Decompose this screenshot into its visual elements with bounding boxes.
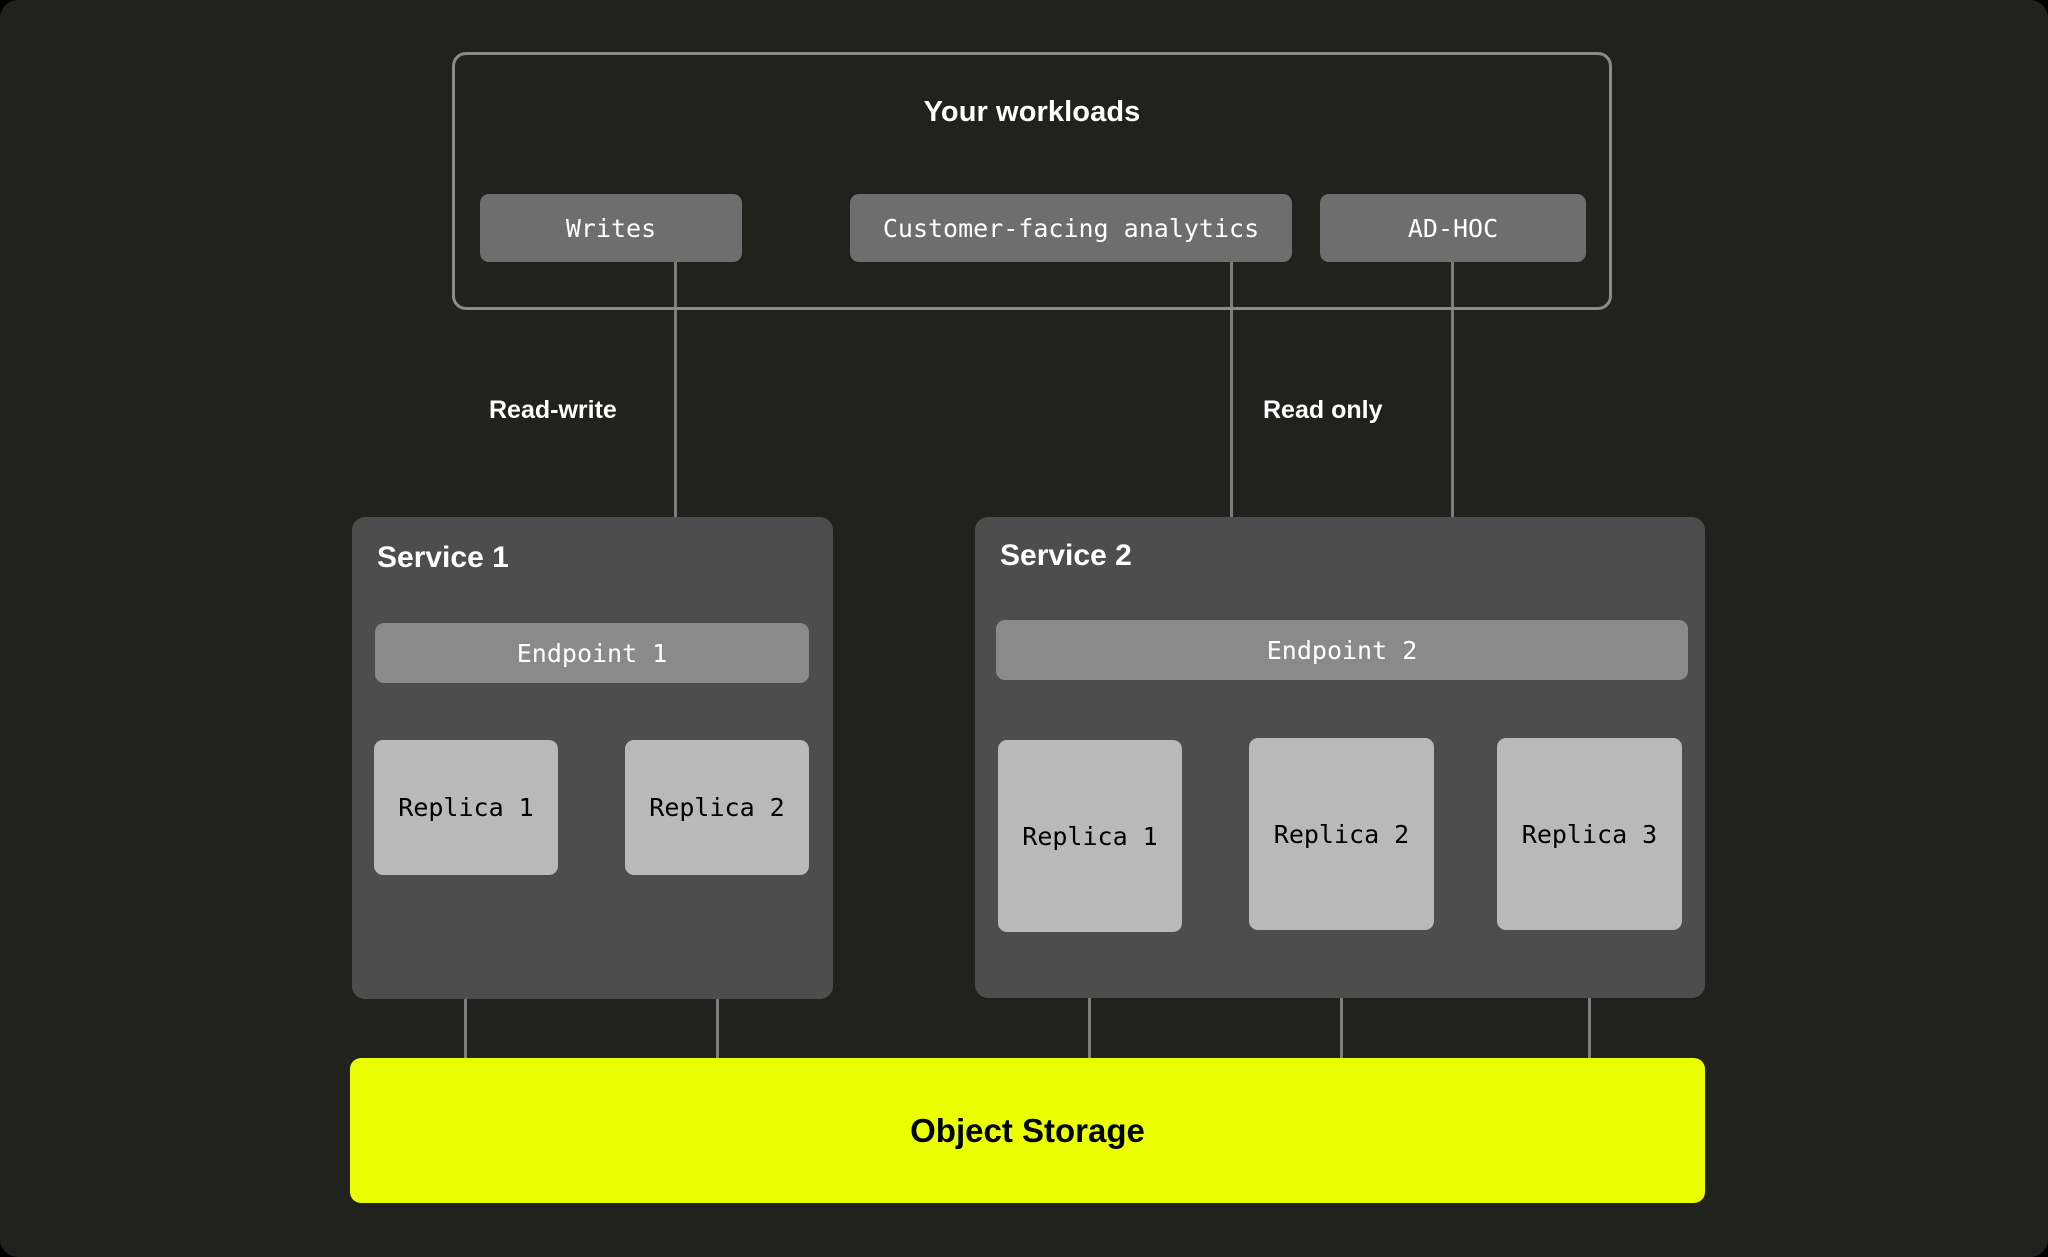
connector-analytics-to-service2	[1230, 261, 1233, 595]
object-storage-bar[interactable]: Object Storage	[350, 1058, 1705, 1203]
service-1-title: Service 1	[377, 541, 509, 574]
edge-label-read-only: Read only	[1263, 396, 1383, 424]
endpoint-2[interactable]: Endpoint 2	[996, 620, 1688, 680]
connector-writes-to-service1	[674, 261, 677, 600]
workload-label-writes: Writes	[565, 213, 657, 243]
endpoint-2-label: Endpoint 2	[1266, 635, 1418, 665]
connector-adhoc-to-service2	[1451, 261, 1454, 595]
workload-box-customer-facing-analytics[interactable]: Customer-facing analytics	[850, 194, 1292, 262]
service-2-replica-2-label: Replica 2	[1273, 819, 1410, 849]
service-1-replica-1-label: Replica 1	[398, 793, 534, 822]
service-2-replica-1-label: Replica 1	[1022, 821, 1158, 851]
workload-label-ad-hoc: AD-HOC	[1407, 213, 1499, 243]
service-2-replica-3-label: Replica 3	[1521, 819, 1658, 849]
service-1-replica-2-label: Replica 2	[649, 793, 785, 822]
workload-box-ad-hoc[interactable]: AD-HOC	[1320, 194, 1586, 262]
service-1-replica-1[interactable]: Replica 1	[374, 740, 558, 875]
service-2-replica-1[interactable]: Replica 1	[998, 740, 1182, 932]
service-2-title: Service 2	[1000, 539, 1132, 572]
endpoint-1[interactable]: Endpoint 1	[375, 623, 809, 683]
object-storage-label: Object Storage	[910, 1111, 1145, 1149]
workload-label-customer-facing-analytics: Customer-facing analytics	[882, 213, 1260, 243]
edge-label-read-write: Read-write	[489, 396, 617, 424]
workload-box-writes[interactable]: Writes	[480, 194, 742, 262]
workloads-title: Your workloads	[923, 96, 1141, 128]
service-2-replica-3[interactable]: Replica 3	[1497, 738, 1682, 930]
service-1-replica-2[interactable]: Replica 2	[625, 740, 809, 875]
endpoint-1-label: Endpoint 1	[516, 638, 668, 668]
workloads-frame	[452, 52, 1612, 310]
service-2-replica-2[interactable]: Replica 2	[1249, 738, 1434, 930]
